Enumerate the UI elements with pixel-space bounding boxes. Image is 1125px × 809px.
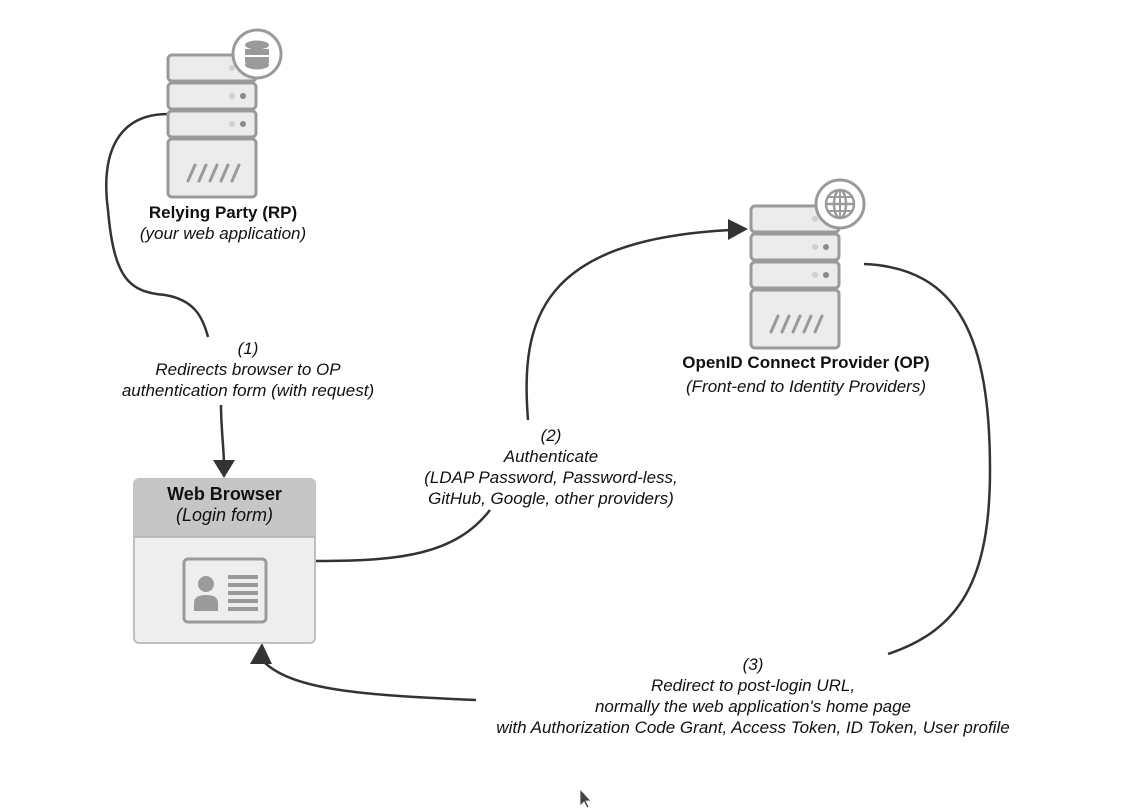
op-title: OpenID Connect Provider (OP) [682,353,930,372]
step-2-label: (2) Authenticate (LDAP Password, Passwor… [402,425,700,509]
mouse-cursor-icon [579,787,592,809]
browser-subtitle: (Login form) [175,505,274,525]
step-3-line-2: normally the web application's home page [594,697,912,716]
step3-to-browser-curve [261,659,477,702]
globe-icon [814,178,866,230]
browser-label: Web Browser (Login form) [134,484,315,526]
step-1-line-1: Redirects browser to OP [155,360,341,379]
browser-to-step2-curve [315,509,491,563]
database-icon [231,28,283,80]
step1-arrowhead [213,460,235,478]
step-3-line-3: with Authorization Code Grant, Access To… [496,718,1010,737]
rp-subtitle: (your web application) [139,224,307,243]
rp-server-icon [166,53,258,199]
rp-title: Relying Party (RP) [148,203,298,222]
rp-to-browser-curve [105,112,210,338]
step-2-line-3: GitHub, Google, other providers) [428,489,674,508]
browser-title: Web Browser [167,484,282,504]
step-1-line-2: authentication form (with request) [121,381,375,400]
op-server-icon [749,204,841,350]
step-3-line-1: Redirect to post-login URL, [650,676,856,695]
step1-arrow [219,404,226,463]
step-3-label: (3) Redirect to post-login URL, normally… [474,654,1032,738]
id-card-icon [182,557,268,624]
step2-arrowhead [728,219,748,240]
step3-arrowhead [250,643,272,664]
op-subtitle: (Front-end to Identity Providers) [686,377,926,396]
step-1-number: (1) [237,339,259,358]
step-2-number: (2) [540,426,562,445]
step2-to-op-curve [525,228,731,421]
step-3-number: (3) [742,655,764,674]
step-2-line-1: Authenticate [503,447,599,466]
rp-label: Relying Party (RP) (your web application… [100,202,346,244]
step-2-line-2: (LDAP Password, Password-less, [424,468,678,487]
op-to-step3-curve [863,262,992,656]
op-label: OpenID Connect Provider (OP) (Front-end … [660,352,952,397]
step-1-label: (1) Redirects browser to OP authenticati… [98,338,398,401]
